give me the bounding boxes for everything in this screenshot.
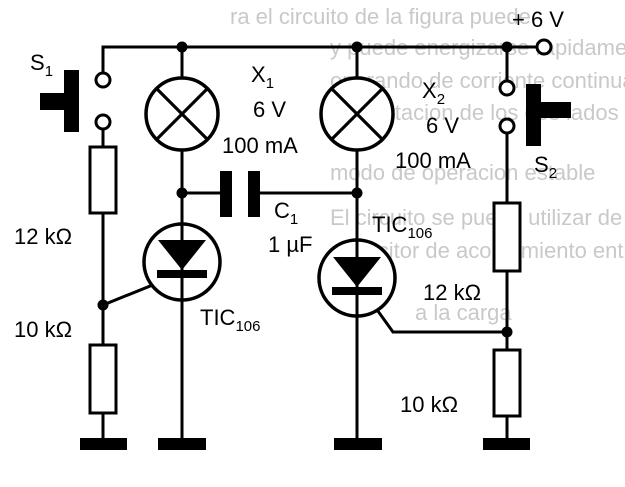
bg-text-line-8: a la carga bbox=[415, 300, 512, 325]
lamp-x2-current: 100 mA bbox=[395, 148, 471, 173]
switch-s2 bbox=[498, 79, 571, 146]
pushbutton-knob-icon bbox=[541, 102, 571, 118]
switch-s1-label: S1 bbox=[30, 50, 53, 80]
switch-contact bbox=[94, 71, 112, 89]
lamp-x2-voltage: 6 V bbox=[426, 113, 459, 138]
switch-contact bbox=[498, 117, 516, 135]
lamp-filament-icon bbox=[155, 87, 209, 141]
lamp-x2 bbox=[319, 76, 395, 152]
resistor-right-upper bbox=[492, 201, 522, 273]
resistor-right-lower-label: 10 kΩ bbox=[400, 392, 458, 417]
ground-icon bbox=[158, 438, 206, 450]
thyristor-bar-icon bbox=[332, 287, 382, 295]
bg-text-line-1: ra el circuito de la figura puede bbox=[230, 4, 531, 29]
lamp-x1-current: 100 mA bbox=[222, 133, 298, 158]
ground-icon bbox=[80, 438, 127, 450]
junction-dot bbox=[501, 41, 513, 53]
bg-text-line-5: modo de operacion estable bbox=[330, 160, 595, 185]
thyristor-bar-icon bbox=[157, 270, 207, 278]
grounds bbox=[80, 438, 530, 450]
lamp-x2-ref: X2 bbox=[422, 78, 445, 108]
junction-dots bbox=[97, 41, 513, 338]
junction-dot bbox=[176, 187, 188, 199]
resistor-right-lower bbox=[492, 348, 522, 418]
switch-contact bbox=[94, 113, 112, 131]
scr-left bbox=[142, 222, 222, 302]
pushbutton-plunger-icon bbox=[64, 70, 79, 132]
junction-dot bbox=[97, 299, 109, 311]
lamp-x1-ref: X1 bbox=[251, 62, 274, 92]
junction-dot bbox=[351, 187, 363, 199]
resistor-left-lower-label: 10 kΩ bbox=[14, 317, 72, 342]
bg-text-line-6: El circuito se puede utilizar de bbox=[330, 205, 622, 230]
resistor-left-upper-label: 12 kΩ bbox=[14, 224, 72, 249]
capacitor-c1-ref: C1 bbox=[274, 198, 298, 228]
capacitor-plate-icon bbox=[248, 171, 260, 217]
junction-dot bbox=[501, 326, 513, 338]
resistor-right-upper-label: 12 kΩ bbox=[423, 280, 481, 305]
junction-dot bbox=[176, 41, 188, 53]
thyristor-triangle-icon bbox=[333, 257, 381, 287]
thyristor-triangle-icon bbox=[158, 240, 206, 270]
pushbutton-plunger-icon bbox=[526, 84, 541, 146]
capacitor-c1 bbox=[220, 171, 260, 217]
junction-dot bbox=[351, 41, 363, 53]
resistor-left-lower bbox=[88, 343, 118, 415]
capacitor-c1-value: 1 µF bbox=[268, 232, 312, 257]
pushbutton-knob-icon bbox=[40, 93, 64, 110]
lamp-filament-icon bbox=[330, 87, 384, 141]
scr-right-label: TIC106 bbox=[372, 212, 432, 242]
scr-right bbox=[317, 238, 397, 318]
background-text: ra el circuito de la figura puede y pued… bbox=[230, 4, 625, 325]
switch-s1 bbox=[40, 70, 112, 132]
capacitor-plate-icon bbox=[220, 171, 232, 217]
lamp-x1 bbox=[144, 76, 220, 152]
supply-label: + 6 V bbox=[512, 7, 564, 32]
lamp-x1-voltage: 6 V bbox=[253, 97, 286, 122]
switch-contact bbox=[498, 79, 516, 97]
switch-s2-label: S2 bbox=[534, 152, 557, 182]
scr-left-label: TIC106 bbox=[200, 305, 260, 335]
ground-icon bbox=[334, 438, 382, 450]
ground-icon bbox=[483, 438, 530, 450]
resistor-left-upper bbox=[88, 145, 118, 215]
supply-terminal bbox=[535, 38, 553, 56]
